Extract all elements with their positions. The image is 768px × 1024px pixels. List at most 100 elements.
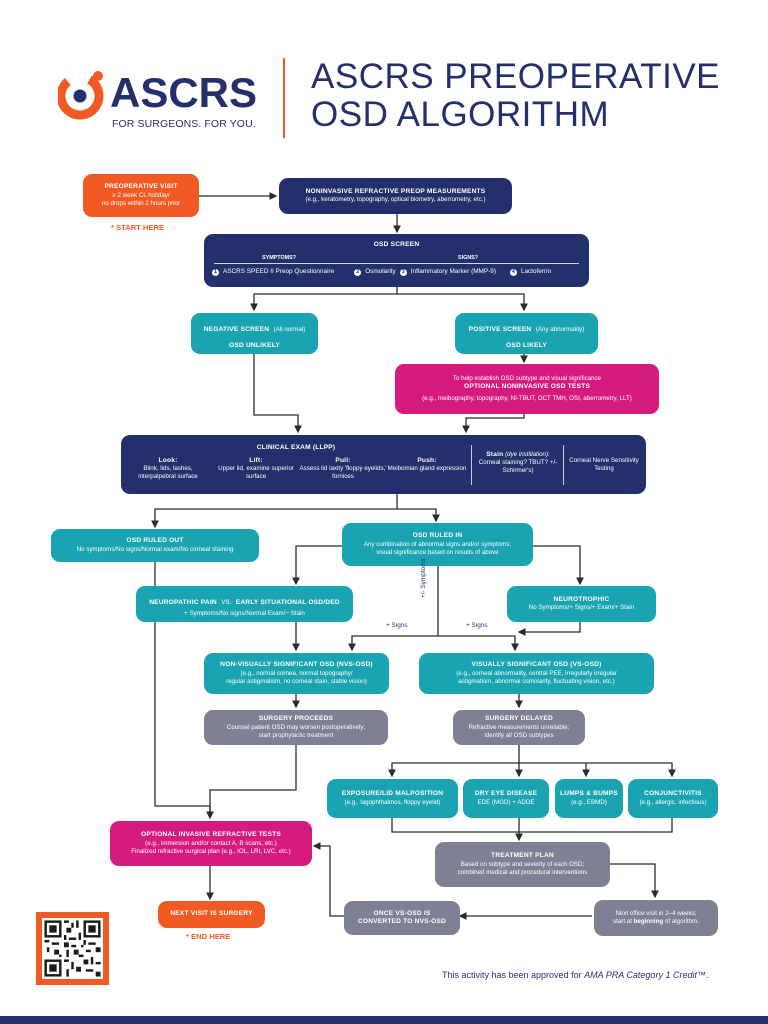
dry-eye-title: DRY EYE DISEASE — [474, 790, 538, 798]
surgery-delayed-line1: Refractive measurements unreliable; — [468, 723, 570, 731]
arrow-ruledin-to-vs — [437, 566, 519, 652]
clinical-lift: Lift: Upper lid, examine superior surfac… — [214, 457, 298, 481]
plus-minus-symptoms-label: +/- Symptoms — [420, 558, 427, 598]
next-office-box: Next office visit in 2–4 weeks; start at… — [594, 900, 718, 936]
positive-screen-title: POSITIVE SCREEN — [468, 326, 532, 334]
neuropathic-title: NEUROPATHIC PAIN — [149, 598, 217, 606]
osd-ruled-out-title: OSD RULED OUT — [126, 537, 184, 545]
number-1-icon: 1 — [212, 268, 219, 276]
negative-screen-note: (All normal) — [273, 326, 306, 334]
arrow-ruledout-to-invasive — [154, 562, 211, 818]
ascrs-logo-mark-icon — [58, 71, 104, 120]
optional-noninvasive-box: To help establish OSD subtype and visual… — [395, 364, 659, 414]
surgery-proceeds-title: SURGERY PROCEEDS — [258, 715, 334, 723]
conjunctivitis-box: CONJUNCTIVITIS (e.g., allergic, infectio… — [628, 779, 718, 818]
line-exposure-to-treatment — [391, 818, 673, 833]
next-office-line1: Next office visit in 2–4 weeks; — [615, 910, 697, 918]
arrow-screen-to-negative — [250, 287, 398, 312]
approval-prefix: This activity has been approved for — [442, 970, 585, 980]
clinical-push-text: Meibomian gland expression — [387, 465, 467, 473]
positive-screen-box: POSITIVE SCREEN (Any abnormality) OSD LI… — [455, 313, 598, 354]
next-office-line2-b: beginning — [633, 918, 664, 925]
number-3-icon: 3 — [399, 268, 407, 276]
preop-visit-line1: ≥ 2 week CL holiday/ — [112, 191, 170, 199]
conjunctivitis-line1: (e.g., allergic, infectious) — [639, 798, 707, 806]
optional-invasive-line2: Finalized refractive surgical plan (e.g.… — [131, 847, 291, 855]
arrow-negative-to-clinical — [253, 354, 302, 434]
clinical-push-title: Push: — [417, 457, 437, 464]
arrow-delayed-to-conjunctivitis — [586, 762, 676, 778]
arrow-converted-to-invasive — [312, 842, 344, 917]
optional-invasive-line1: (e.g., immersion and/or contact A, B sca… — [145, 839, 277, 847]
surgery-proceeds-line2: start prophylactic treatment — [258, 731, 334, 739]
logo-word: ASCRS — [110, 69, 258, 116]
noninvasive-measurements-box: NONINVASIVE REFRACTIVE PREOP MEASUREMENT… — [279, 178, 512, 214]
neurotrophic-line1: No Symptoms/+ Signs/+ Exam/+ Stain — [528, 604, 635, 612]
clinical-exam-title: CLINICAL EXAM (LLPP) — [256, 444, 336, 451]
page-title-line1: ASCRS PREOPERATIVE — [311, 57, 721, 96]
arrow-delayed-to-exposure — [388, 762, 519, 778]
approval-suffix: ™. — [696, 970, 709, 980]
osd-screen-item4: Lactoferrin — [520, 268, 552, 275]
conjunctivitis-title: CONJUNCTIVITIS — [644, 790, 702, 798]
osd-ruled-out-line1: No symptoms/No signs/Normal exam/No corn… — [76, 545, 234, 553]
optional-invasive-title: OPTIONAL INVASIVE REFRACTIVE TESTS — [141, 831, 281, 839]
number-2-icon: 2 — [354, 268, 362, 276]
nvs-osd-line1: (e.g., normal cornea, normal topography/ — [240, 669, 353, 677]
qr-code-icon — [42, 918, 103, 979]
neuropathic-box: NEUROPATHIC PAIN VS. EARLY SITUATIONAL O… — [136, 586, 353, 622]
clinical-push: Push: Meibomian gland expression — [387, 457, 467, 473]
exposure-line1: (e.g., lagophthalmos, floppy eyelid) — [344, 798, 441, 806]
osd-screen-item2: Osmolarity — [365, 268, 396, 275]
lumps-bumps-title: LUMPS & BUMPS — [560, 790, 618, 798]
converted-title: ONCE VS-OSD IS — [373, 909, 431, 917]
osd-ruled-in-line1: Any combination of abnormal signs and/or… — [363, 540, 512, 548]
osd-ruled-out-box: OSD RULED OUT No symptoms/No signs/Norma… — [51, 529, 259, 562]
nvs-osd-line2: regular astigmatism, no corneal stain, s… — [226, 677, 367, 685]
vs-osd-box: VISUALLY SIGNIFICANT OSD (VS-OSD) (e.g.,… — [419, 653, 654, 694]
arrow-ruledin-to-nvs — [348, 635, 438, 652]
arrow-treatment-to-nextoffice — [610, 863, 659, 899]
logo-tagline: FOR SURGEONS. FOR YOU. — [112, 118, 256, 130]
clinical-divider-2 — [563, 445, 564, 485]
clinical-stain-title: Stain — [486, 451, 504, 458]
arrow-proceeds-to-invasive — [206, 745, 297, 820]
clinical-pull-title: Pull: — [335, 457, 351, 464]
arrow-neurotrophic-to-signs — [517, 622, 581, 636]
osd-ruled-in-line2: visual significance based on results of … — [376, 548, 499, 556]
neuropathic-vs: VS. — [221, 598, 232, 606]
approval-statement: This activity has been approved for AMA … — [442, 970, 708, 980]
clinical-stain-text: Corneal staining? TBUT? +/-Schirmer's) — [478, 459, 558, 475]
surgery-delayed-line2: identify all OSD subtypes — [484, 731, 554, 739]
clinical-lift-title: Lift: — [249, 457, 263, 464]
nvs-osd-box: NON-VISUALLY SIGNIFICANT OSD (NVS-OSD) (… — [204, 653, 389, 694]
negative-screen-title: NEGATIVE SCREEN — [203, 326, 270, 334]
signs-label: SIGNS? — [458, 255, 479, 261]
exposure-box: EXPOSURE/LID MALPOSITION (e.g., lagophth… — [327, 779, 458, 818]
number-4-icon: 4 — [509, 268, 517, 276]
nvs-osd-title: NON-VISUALLY SIGNIFICANT OSD (NVS-OSD) — [220, 661, 373, 669]
negative-screen-result: OSD UNLIKELY — [229, 341, 280, 349]
clinical-look-title: Look: — [158, 457, 178, 464]
treatment-plan-line2: combined medical and procedural interven… — [457, 868, 588, 876]
page-title-line2: OSD ALGORITHM — [311, 95, 610, 134]
clinical-pull-text: Assess lid laxity 'floppy eyelids,' forn… — [299, 465, 387, 481]
clinical-divider-1 — [471, 445, 472, 485]
qr-code[interactable] — [36, 912, 109, 985]
optional-invasive-box: OPTIONAL INVASIVE REFRACTIVE TESTS (e.g.… — [110, 821, 312, 866]
exposure-title: EXPOSURE/LID MALPOSITION — [341, 790, 444, 798]
ascrs-logo: ASCRS FOR SURGEONS. FOR YOU. — [58, 66, 268, 136]
osd-screen-box: OSD SCREEN SYMPTOMS? SIGNS? 1 ASCRS SPEE… — [204, 234, 589, 287]
surgery-delayed-title: SURGERY DELAYED — [485, 715, 553, 723]
clinical-pull: Pull: Assess lid laxity 'floppy eyelids,… — [299, 457, 387, 481]
neurotrophic-title: NEUROTROPHIC — [553, 595, 610, 603]
optional-noninvasive-line0: To help establish OSD subtype and visual… — [452, 375, 602, 383]
arrow-clinical-to-ruledin — [397, 508, 440, 523]
arrow-delayed-to-lumps — [519, 762, 590, 778]
treatment-plan-line1: Based on subtype and severity of each OS… — [460, 860, 585, 868]
osd-screen-title: OSD SCREEN — [373, 241, 420, 248]
vs-osd-line2: astigmatism, abnormal osmolarity, fluctu… — [458, 677, 615, 685]
osd-screen-item1: ASCRS SPEED II Preop Questionnaire — [223, 268, 335, 275]
next-visit-surgery-title: NEXT VISIT IS SURGERY — [170, 910, 253, 918]
footer-bar — [0, 1016, 768, 1024]
